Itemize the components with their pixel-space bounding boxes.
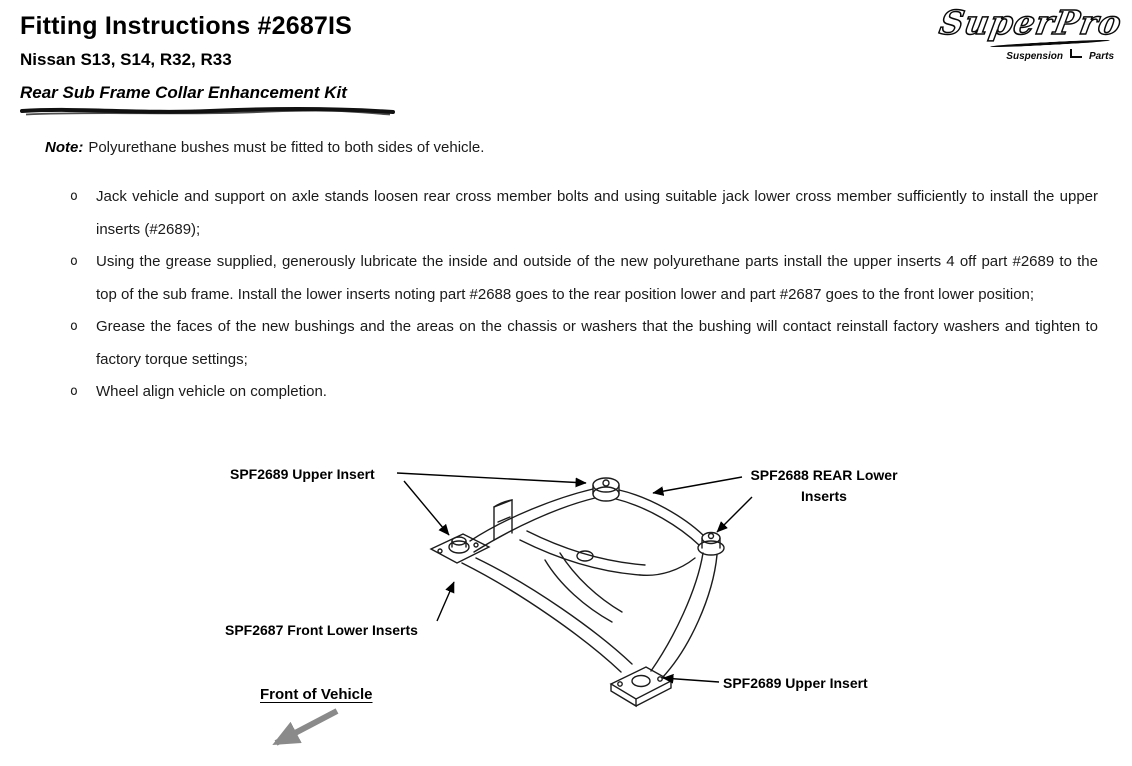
logo-tagline-suspension: Suspension [1006,50,1063,62]
logo-tagline-parts: Parts [1088,50,1114,62]
subframe-linework [429,477,725,708]
instruction-list: Jack vehicle and support on axle stands … [70,181,1098,409]
callout-arrows [396,472,753,684]
note-text: Polyurethane bushes must be fitted to bo… [88,139,485,156]
note-label: Note: [45,139,84,156]
bullet-icon [70,246,96,311]
bullet-icon [70,376,96,409]
front-of-vehicle-arrow-icon [272,708,339,746]
label-rear-lower-inserts: SPF2688 REAR Lower Inserts [750,467,898,504]
instruction-text: Wheel align vehicle on completion. [96,383,327,400]
instruction-text: Jack vehicle and support on axle stands … [96,188,1098,238]
superpro-logo: SuperPro Suspension Parts [936,2,1126,64]
logo-brand-text: SuperPro [936,2,1126,43]
header-titles: Fitting Instructions #2687IS Nissan S13,… [20,12,395,117]
instruction-item: Wheel align vehicle on completion. [70,376,1098,409]
logo-bracket-icon [1069,48,1082,58]
vehicle-models: Nissan S13, S14, R32, R33 [20,50,232,69]
instruction-text: Grease the faces of the new bushings and… [96,318,1098,368]
subframe-illustration [272,472,753,746]
logo-tagline: Suspension Parts [940,48,1118,64]
label-upper-insert-top: SPF2689 Upper Insert [230,466,375,482]
label-upper-insert-bottom: SPF2689 Upper Insert [723,675,868,691]
bullet-icon [70,181,96,246]
note-line: Note:Polyurethane bushes must be fitted … [45,139,484,156]
instruction-item: Grease the faces of the new bushings and… [70,311,1098,376]
instruction-item: Using the grease supplied, generously lu… [70,246,1098,311]
page-title: Fitting Instructions #2687IS [20,12,353,40]
instruction-item: Jack vehicle and support on axle stands … [70,181,1098,246]
kit-underline-decoration [20,107,395,116]
label-front-of-vehicle: Front of Vehicle [260,686,373,703]
subframe-diagram: SPF2689 Upper Insert SPF2688 REAR Lower … [0,450,1132,766]
label-front-lower-inserts: SPF2687 Front Lower Inserts [225,622,418,638]
instruction-text: Using the grease supplied, generously lu… [96,253,1098,303]
kit-name: Rear Sub Frame Collar Enhancement Kit [20,83,347,102]
bullet-icon [70,311,96,376]
